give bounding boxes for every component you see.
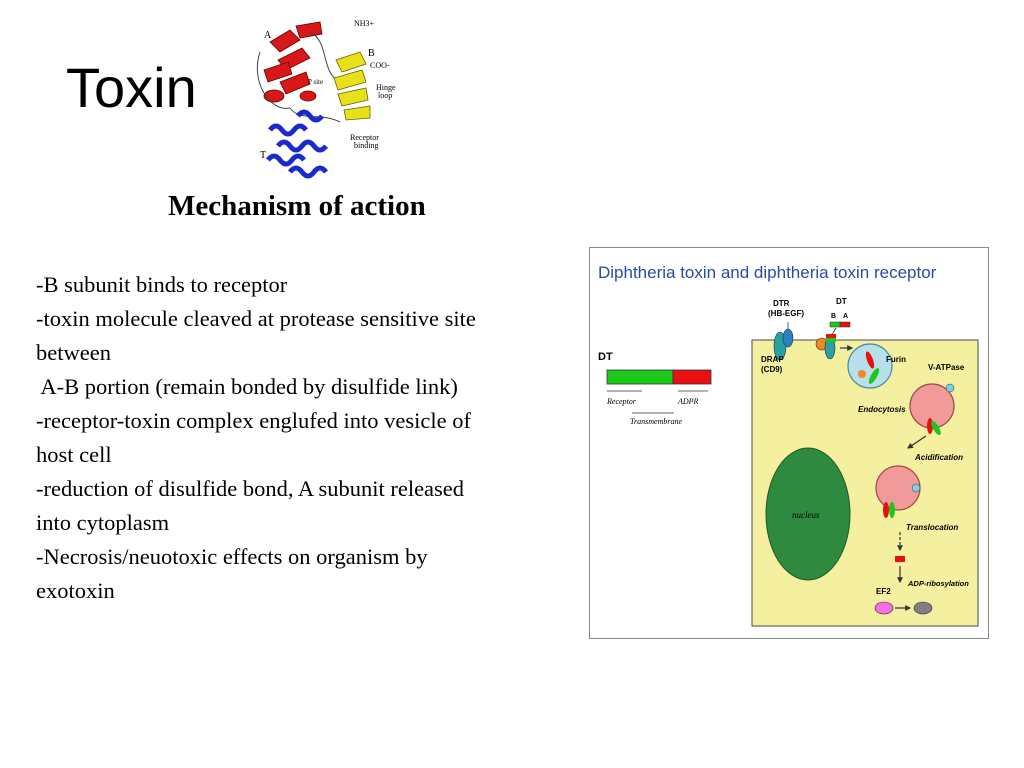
label-a: A — [264, 30, 272, 41]
diphtheria-toxin-diagram: Diphtheria toxin and diphtheria toxin re… — [589, 247, 989, 639]
adpr-segment — [672, 369, 712, 385]
body-line: host cell — [36, 442, 112, 467]
body-line: between — [36, 340, 111, 365]
catalytic-domain — [263, 21, 323, 103]
nucleus-label: nucleus — [792, 510, 820, 520]
translocation-label: Translocation — [906, 523, 958, 532]
receptor-segment — [606, 369, 674, 385]
slide-title: Toxin — [66, 56, 197, 119]
ef2-label: EF2 — [876, 587, 891, 596]
label-receptor: Receptor — [350, 133, 379, 142]
section-heading: Mechanism of action — [168, 190, 426, 222]
ef2-inactive — [913, 601, 933, 615]
dt-label: DT — [598, 351, 613, 363]
transmembrane-label: Transmembrane — [630, 417, 682, 426]
adpr-label: ADPR — [677, 397, 699, 406]
body-line: -B subunit binds to receptor — [36, 272, 288, 297]
label-b: B — [368, 48, 375, 59]
hb-egf-label: (HB-EGF) — [768, 309, 804, 318]
a-label: A — [843, 313, 848, 320]
receptor-label: Receptor — [606, 397, 637, 406]
label-p-site: P site — [308, 78, 323, 86]
body-line: exotoxin — [36, 578, 115, 603]
body-line: -toxin molecule cleaved at protease sens… — [36, 306, 476, 331]
ef2-active — [874, 601, 894, 615]
vatpase-label: V-ATPase — [928, 363, 965, 372]
label-coo: COO- — [370, 61, 390, 70]
body-line: -Necrosis/neuotoxic effects on organism … — [36, 544, 428, 569]
label-binding: binding — [354, 141, 378, 150]
acidification-label: Acidification — [914, 453, 963, 462]
dt-top-label: DT — [836, 297, 847, 306]
furin-label: Furin — [886, 355, 906, 364]
translocation-domain — [266, 109, 328, 179]
body-line: A-B portion (remain bonded by disulfide … — [36, 374, 458, 399]
receptor-domain — [333, 51, 371, 121]
diagram-title: Diphtheria toxin and diphtheria toxin re… — [598, 263, 937, 282]
body-line: -receptor-toxin complex englufed into ve… — [36, 408, 472, 433]
b-label: B — [831, 313, 836, 320]
body-line: -reduction of disulfide bond, A subunit … — [36, 476, 465, 501]
drap-label: DRAP — [761, 355, 784, 364]
toxin-structure-image: A B T NH3+ COO- P site Hinge loop Recept… — [256, 19, 396, 179]
label-hinge: Hinge — [376, 83, 396, 92]
cd9-label: (CD9) — [761, 365, 783, 374]
endocytosis-label: Endocytosis — [858, 405, 906, 414]
nucleus — [765, 447, 851, 581]
adp-ribosylation-label: ADP-ribosylation — [907, 579, 969, 588]
label-t: T — [260, 150, 266, 161]
dtr-label: DTR — [773, 299, 790, 308]
label-loop: loop — [378, 91, 392, 100]
body-line: into cytoplasm — [36, 510, 170, 535]
mechanism-text: -B subunit binds to receptor -toxin mole… — [36, 268, 596, 608]
label-nh3: NH3+ — [354, 19, 375, 28]
